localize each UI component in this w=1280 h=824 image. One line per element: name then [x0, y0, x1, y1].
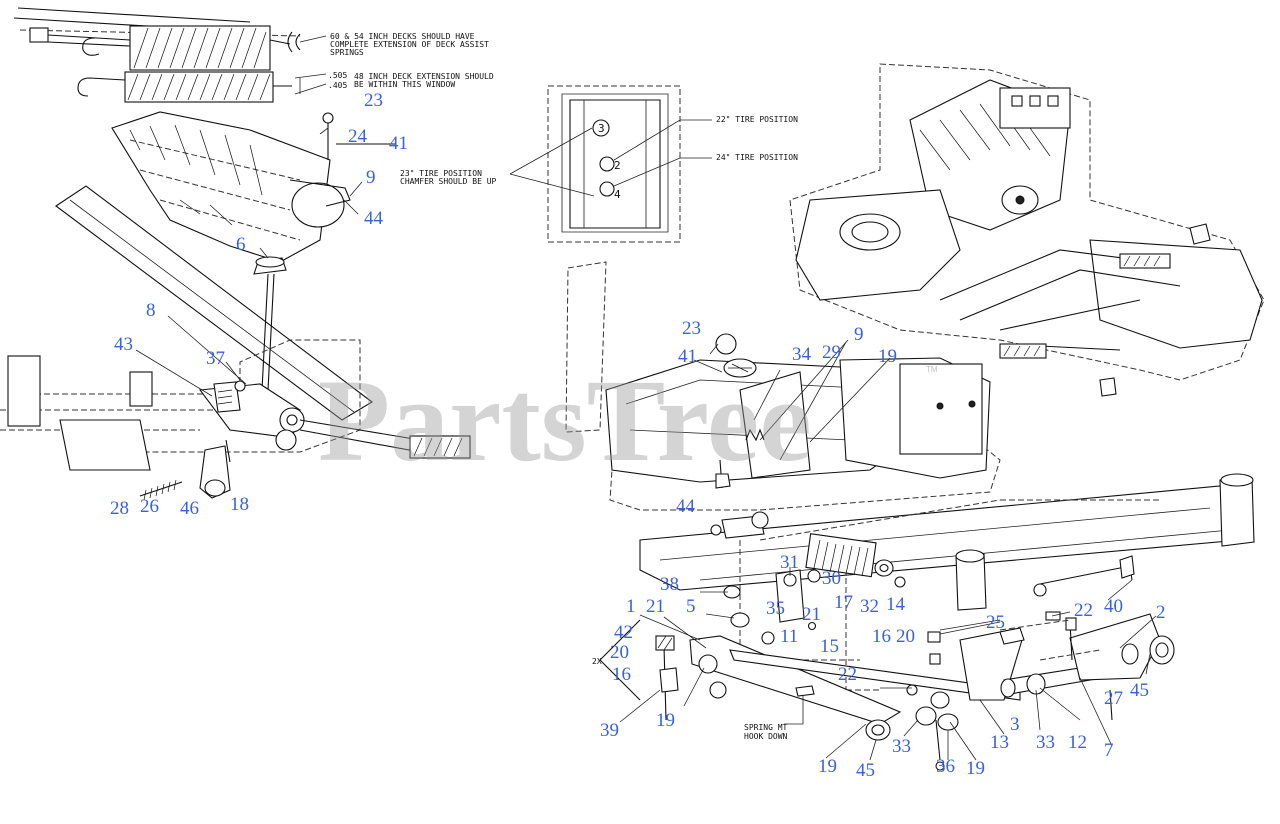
- callout-7: 7: [1104, 740, 1114, 761]
- note-tire22: 22" TIRE POSITION: [716, 115, 798, 124]
- callout-42: 42: [614, 622, 633, 643]
- note-ext-window-2: BE WITHIN THIS WINDOW: [354, 80, 455, 89]
- callout-24: 24: [348, 126, 368, 147]
- callout-19-b: 19: [656, 710, 675, 731]
- callout-16-b: 16: [872, 626, 891, 647]
- callouts: 23 24 41 9 44 6 8 43 37 28 26 46 18 23 4…: [110, 90, 1166, 781]
- callout-5: 5: [686, 596, 696, 617]
- callout-45-a: 45: [1130, 680, 1149, 701]
- callout-30: 30: [822, 568, 841, 589]
- callout-41-mid: 41: [678, 346, 697, 367]
- spring-30: [805, 533, 877, 578]
- deck-assist-spring-detail: 60 & 54 INCH DECKS SHOULD HAVE COMPLETE …: [13, 7, 494, 103]
- callout-14: 14: [886, 594, 906, 615]
- callout-28: 28: [110, 498, 129, 519]
- watermark-tm: TM: [926, 365, 938, 374]
- note-spring-mt-2: HOOK DOWN: [744, 732, 788, 741]
- callout-6: 6: [236, 234, 246, 255]
- callout-13: 13: [990, 732, 1009, 753]
- callout-46: 46: [180, 498, 199, 519]
- callout-1: 1: [626, 596, 636, 617]
- callout-17: 17: [834, 592, 853, 613]
- callout-38: 38: [660, 574, 679, 595]
- tire-hole-4-label: 4: [614, 188, 621, 201]
- callout-3: 3: [1010, 714, 1020, 735]
- note-tire24: 24" TIRE POSITION: [716, 153, 798, 162]
- callout-22-a: 22: [1074, 600, 1093, 621]
- callout-43: 43: [114, 334, 133, 355]
- callout-20-b: 20: [896, 626, 915, 647]
- note-deck-springs-2: COMPLETE EXTENSION OF DECK ASSIST: [330, 40, 489, 49]
- callout-16-a: 16: [612, 664, 631, 685]
- callout-8: 8: [146, 300, 156, 321]
- note-ext-window-1: 48 INCH DECK EXTENSION SHOULD: [354, 72, 494, 81]
- callout-40: 40: [1104, 596, 1123, 617]
- callout-23: 23: [364, 90, 383, 111]
- note-deck-springs-3: SPRINGS: [330, 48, 364, 57]
- callout-21-a: 21: [802, 604, 821, 625]
- callout-32: 32: [860, 596, 879, 617]
- tire-hole-4: [599, 181, 615, 197]
- spring-upper: [129, 25, 271, 71]
- callout-20-a: 20: [610, 642, 629, 663]
- callout-31: 31: [780, 552, 799, 573]
- note-tire23-2: CHAMFER SHOULD BE UP: [400, 177, 497, 186]
- note-2x: 2X: [592, 657, 602, 666]
- knob-23: [715, 333, 737, 355]
- callout-19-c: 19: [818, 756, 837, 777]
- watermark: PartsTree: [318, 355, 812, 486]
- callout-39: 39: [600, 720, 619, 741]
- lever-arm: [55, 185, 373, 421]
- leader-lines: [135, 127, 1157, 761]
- tire-hole-2-label: 2: [614, 159, 621, 172]
- tire-hole-3: [592, 119, 610, 137]
- callout-44-mid: 44: [676, 496, 696, 517]
- spring-lower: [124, 71, 274, 103]
- callout-33-b: 33: [892, 736, 911, 757]
- callout-12: 12: [1068, 732, 1087, 753]
- callout-33-a: 33: [1036, 732, 1055, 753]
- callout-11: 11: [780, 626, 798, 647]
- note-tire23-1: 23" TIRE POSITION: [400, 169, 482, 178]
- note-spring-mt-1: SPRING MT: [744, 723, 788, 732]
- callout-9-mid: 9: [854, 324, 864, 345]
- callout-34: 34: [792, 344, 812, 365]
- callout-36: 36: [936, 756, 955, 777]
- left-lever-assembly: [0, 111, 471, 501]
- callout-2: 2: [1156, 602, 1166, 623]
- tire-position-detail: 3 2 4 22" TIRE POSITION 24" TIRE POSITIO…: [400, 85, 798, 243]
- callout-22-b: 22: [838, 664, 857, 685]
- tire-hole-2: [599, 156, 615, 172]
- note-deck-springs-1: 60 & 54 INCH DECKS SHOULD HAVE: [330, 32, 475, 41]
- callout-19-d: 19: [966, 758, 985, 779]
- callout-41: 41: [389, 133, 408, 154]
- callout-26: 26: [140, 496, 159, 517]
- callout-45-b: 45: [856, 760, 875, 781]
- callout-15: 15: [820, 636, 839, 657]
- note-ext-505: .505: [328, 71, 347, 80]
- callout-19-mid: 19: [878, 346, 897, 367]
- callout-9: 9: [366, 167, 376, 188]
- callout-44: 44: [364, 208, 384, 229]
- lower-linkage: 2X SPRING MT HOOK DOWN: [592, 511, 1175, 771]
- callout-21-b: 21: [646, 596, 665, 617]
- callout-29: 29: [822, 342, 841, 363]
- callout-25: 25: [986, 612, 1005, 633]
- callout-18: 18: [230, 494, 249, 515]
- note-ext-405: .405: [328, 81, 347, 90]
- tire-hole-3-label: 3: [598, 122, 605, 135]
- callout-27: 27: [1104, 688, 1123, 709]
- callout-35: 35: [766, 598, 785, 619]
- callout-37: 37: [206, 348, 225, 369]
- callout-23-mid: 23: [682, 318, 701, 339]
